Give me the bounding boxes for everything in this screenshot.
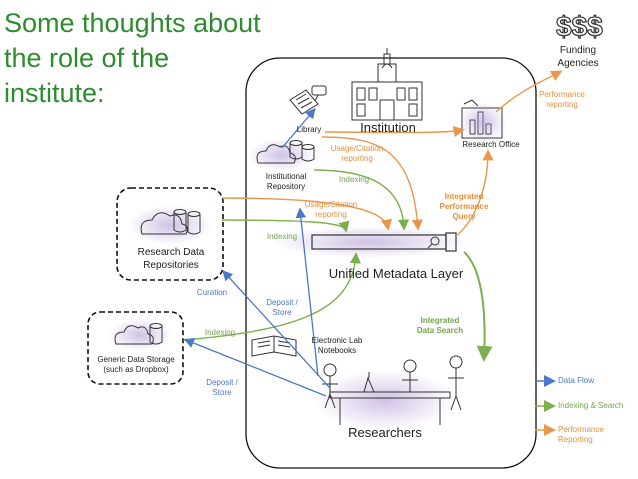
funding-agencies-label: Funding Agencies [557, 45, 599, 69]
library-label: Library [296, 125, 322, 134]
svg-text:$$$: $$$ [556, 11, 603, 42]
blue-arrow-deposit-generic [183, 338, 327, 397]
integrated-performance-query-label: Integrated Performance Query [439, 192, 489, 221]
orange-arrow-usage-2 [221, 197, 392, 231]
orange-arrow-library-to-office [324, 125, 465, 138]
blue-arrow-curation [222, 270, 331, 389]
institutional-repository-icon [256, 140, 315, 164]
blue-arrow-library-up [281, 108, 316, 149]
usage-citation-label-1: Usage/Citation reporting [330, 144, 384, 163]
indexing-label-3: Indexing [204, 328, 236, 337]
green-arrow-indexing-3 [183, 252, 361, 341]
green-arrow-indexing-2 [221, 219, 350, 233]
legend-indexing-search: Indexing & Search [558, 401, 624, 410]
unified-metadata-layer-label: Unified Metadata Layer [328, 266, 464, 281]
integrated-data-search-label: Integrated Data Search [416, 316, 464, 335]
green-arrow-indexing-1 [313, 169, 410, 231]
indexing-label-1: Indexing [338, 175, 370, 184]
research-office-label: Research Office [462, 140, 520, 149]
research-data-repositories-box [116, 187, 224, 281]
institute-boundary [245, 57, 537, 469]
green-arrow-data-search [463, 251, 493, 362]
legend-performance-reporting: Performance Reporting [558, 425, 604, 444]
library-icon [289, 85, 327, 115]
researchers-icon [322, 355, 464, 425]
electronic-lab-notebooks-label: Electronic Lab Notebooks [311, 336, 363, 355]
institution-building-icon [351, 48, 423, 121]
orange-arrow-to-funding [495, 70, 563, 113]
institution-label: Institution [360, 120, 416, 135]
dollar-icon: $$$ [555, 10, 603, 42]
generic-storage-icon [114, 323, 163, 345]
page-title: Some thoughts about the role of the inst… [4, 8, 261, 108]
electronic-lab-notebook-icon [251, 335, 297, 357]
research-data-repositories-label: Research Data Repositories [137, 247, 205, 271]
deposit-store-label-1: Deposit / Store [266, 298, 298, 317]
usage-citation-label-2: Usage/Citation reporting [304, 200, 358, 219]
blue-arrow-deposit-ir [295, 207, 319, 377]
unified-metadata-layer-bar [270, 226, 470, 258]
performance-reporting-top-label: Performance reporting [539, 90, 585, 109]
orange-arrow-usage-1 [321, 136, 423, 231]
legend-data-flow: Data Flow [558, 376, 595, 385]
institutional-repository-label: Institutional Repository [265, 172, 307, 191]
deposit-store-label-2: Deposit / Store [206, 378, 238, 397]
generic-storage-label: Generic Data Storage (such as Dropbox) [97, 355, 175, 374]
research-data-repositories-icon [140, 209, 201, 235]
curation-label: Curation [196, 288, 228, 297]
researchers-label: Researchers [348, 425, 422, 440]
orange-arrow-integrated-perf [455, 149, 494, 237]
generic-storage-box [87, 311, 184, 385]
indexing-label-2: Indexing [266, 232, 298, 241]
